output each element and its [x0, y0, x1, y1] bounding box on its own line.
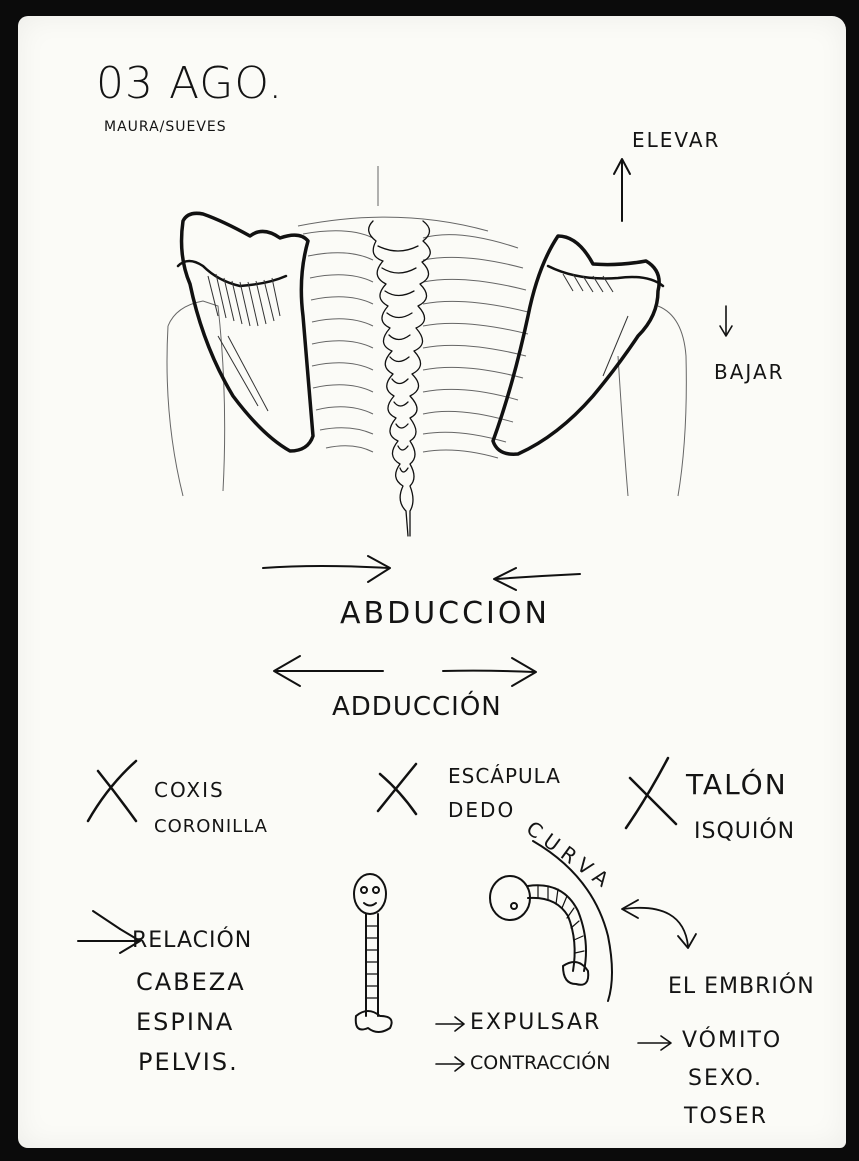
abduction-label: ABDUCCION — [340, 596, 550, 631]
cross-1-line1: COXIS — [154, 778, 225, 802]
lower-label: BAJAR — [714, 360, 785, 384]
date-heading: 03 AGO. — [96, 58, 283, 109]
cross-3-line2: ISQUIÓN — [694, 819, 795, 844]
embryo-label: EL EMBRIÓN — [668, 974, 815, 999]
relation-title: RELACIÓN — [132, 928, 252, 953]
elevate-arrow — [614, 159, 630, 221]
result-sex: SEXO. — [688, 1066, 763, 1091]
notebook-page: 03 AGO. MAURA/SUEVES ELEVAR BAJAR ABDUCC… — [18, 16, 846, 1148]
relation-item-head: CABEZA — [136, 968, 246, 996]
elevate-label: ELEVAR — [632, 128, 720, 152]
skeleton-curved — [490, 876, 588, 985]
relation-arrow — [78, 911, 140, 953]
ribs — [303, 231, 528, 458]
right-scapula — [493, 236, 663, 454]
relation-item-spine: ESPINA — [136, 1008, 234, 1036]
cross-3-line1: TALÓN — [686, 768, 788, 801]
cross-2-line1: ESCÁPULA — [448, 764, 561, 788]
adduction-arrows — [274, 656, 536, 686]
skeleton-straight — [354, 874, 392, 1032]
subtitle: MAURA/SUEVES — [104, 119, 227, 135]
adduction-label: ADDUCCIÓN — [332, 692, 502, 722]
abduction-arrows — [263, 556, 580, 590]
embryo-arrow — [622, 900, 696, 948]
torso-outline — [167, 166, 686, 496]
result-vomit: VÓMITO — [682, 1028, 782, 1053]
contraction-label: CONTRACCIÓN — [470, 1052, 610, 1074]
lower-arrow — [720, 306, 732, 336]
cross-1-line2: CORONILLA — [154, 816, 268, 837]
left-scapula — [178, 213, 313, 451]
spine — [369, 221, 431, 536]
relation-item-pelvis: PELVIS. — [138, 1048, 239, 1076]
expel-label: EXPULSAR — [470, 1010, 601, 1035]
result-cough: TOSER — [684, 1104, 768, 1129]
cross-2-line2: DEDO — [448, 798, 515, 822]
